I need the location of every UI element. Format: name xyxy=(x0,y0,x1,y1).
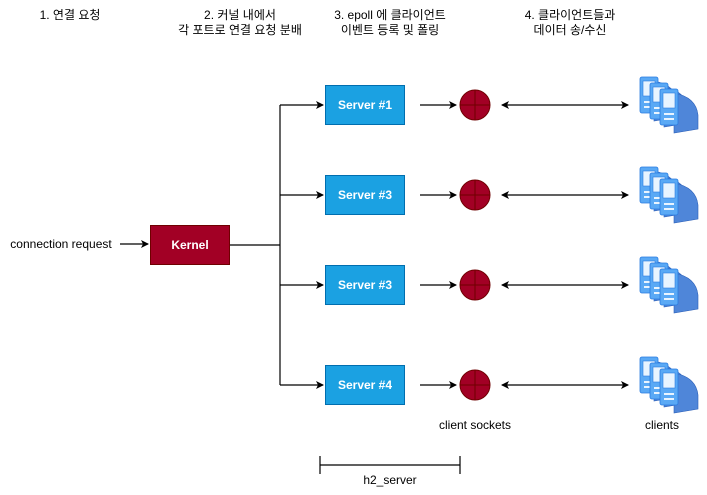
connection-request-label: connection request xyxy=(10,237,112,251)
clients-computer-icon xyxy=(639,356,699,414)
clients-computer-icon xyxy=(639,256,699,314)
step-3-label: 3. epoll 에 클라이언트 이벤트 등록 및 폴링 xyxy=(334,8,446,37)
kernel-node[interactable]: Kernel xyxy=(150,225,230,265)
server-node-1[interactable]: Server #1 xyxy=(325,85,405,125)
clients-computer-icon xyxy=(639,166,699,224)
clients-label: clients xyxy=(644,418,679,432)
server-label: Server #3 xyxy=(337,278,393,292)
h2-server-bracket xyxy=(319,456,461,474)
server-node-2[interactable]: Server #3 xyxy=(325,175,405,215)
server-label: Server #3 xyxy=(337,188,393,202)
step-4-label: 4. 클라이언트들과 데이터 송/수신 xyxy=(524,8,616,37)
clients-computer-icon xyxy=(639,76,699,134)
server-node-4[interactable]: Server #4 xyxy=(325,365,405,405)
kernel-label: Kernel xyxy=(171,238,209,252)
step-1-label: 1. 연결 요청 xyxy=(39,8,101,22)
client-sockets-label: client sockets xyxy=(438,418,512,432)
client-socket-1[interactable] xyxy=(459,89,491,121)
client-socket-2[interactable] xyxy=(459,179,491,211)
client-socket-4[interactable] xyxy=(459,369,491,401)
client-socket-3[interactable] xyxy=(459,269,491,301)
server-label: Server #1 xyxy=(337,98,393,112)
server-node-3[interactable]: Server #3 xyxy=(325,265,405,305)
step-2-label: 2. 커널 내에서 각 포트로 연결 요청 분배 xyxy=(178,8,302,37)
h2-server-label: h2_server xyxy=(363,473,417,487)
server-label: Server #4 xyxy=(337,378,393,392)
